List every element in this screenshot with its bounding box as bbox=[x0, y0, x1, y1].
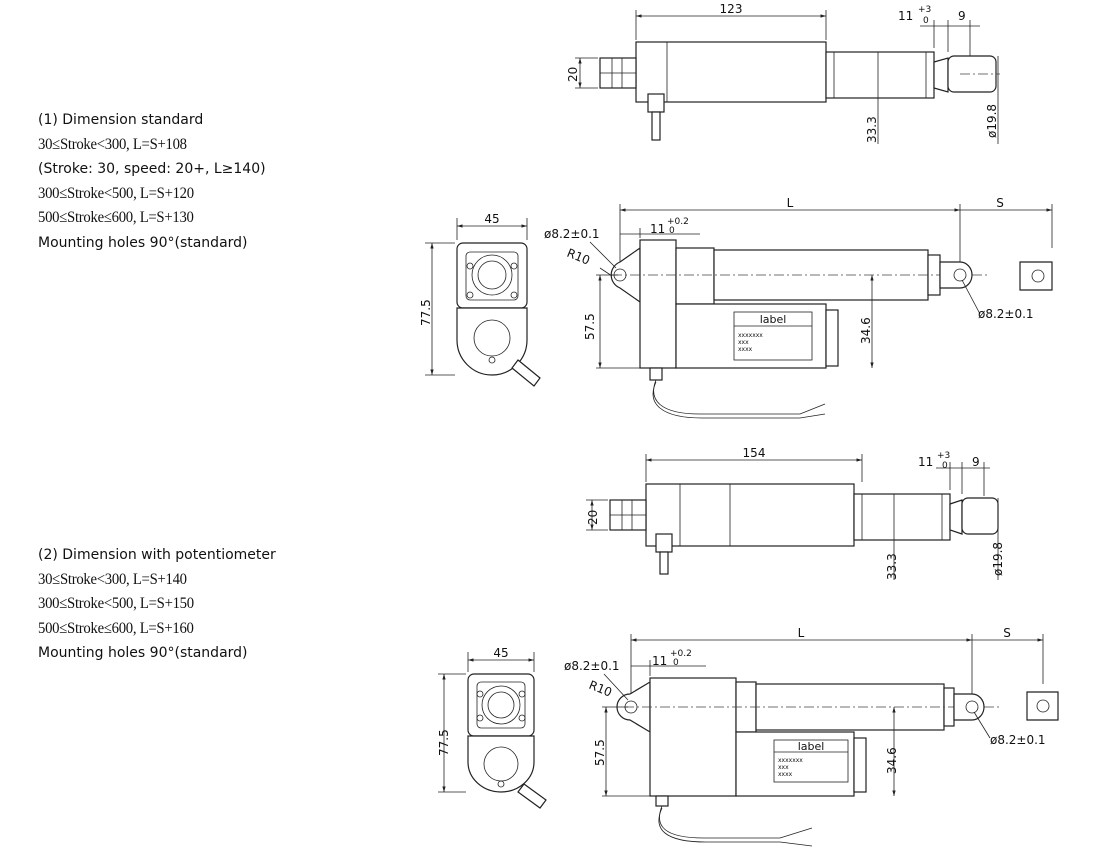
label-title: label bbox=[760, 313, 787, 326]
dim-rod-dia: ø19.8 bbox=[985, 104, 999, 138]
side-offset-tol-lower: 0 bbox=[673, 658, 679, 668]
dim-offset-tol-upper: +3 bbox=[937, 451, 950, 461]
end-width: 45 bbox=[484, 212, 499, 226]
side-height: 57.5 bbox=[583, 313, 597, 340]
spec-standard-line: 500≤Stroke≤600, L=S+130 bbox=[38, 209, 194, 226]
dim-L: L bbox=[787, 196, 794, 210]
dim-rod-end: 9 bbox=[972, 455, 980, 469]
dim-offset-tol-lower: 0 bbox=[942, 461, 948, 471]
dim-offset-tol-lower: 0 bbox=[923, 16, 929, 26]
spec-potentiometer-title: (2) Dimension with potentiometer bbox=[38, 547, 276, 563]
motor-housing bbox=[645, 483, 855, 547]
outer-tube bbox=[825, 51, 935, 99]
label-line: xxx bbox=[738, 339, 749, 346]
side-view-standard: label xxxxxxx xxx xxxx L S 11 +0.2 0 ø8.… bbox=[544, 196, 1053, 419]
cable-gland bbox=[647, 93, 665, 113]
label-line: xxxx bbox=[738, 346, 753, 353]
side-height: 57.5 bbox=[593, 739, 607, 766]
spec-potentiometer-line: 500≤Stroke≤600, L=S+160 bbox=[38, 619, 194, 637]
rod-eye bbox=[939, 261, 973, 289]
label-line: xxx bbox=[778, 764, 789, 771]
motor-housing bbox=[635, 41, 827, 103]
spec-standard-title: (1) Dimension standard bbox=[38, 112, 204, 128]
side-offset: 11 bbox=[652, 654, 667, 668]
spec-potentiometer-mounting: Mounting holes 90°(standard) bbox=[38, 645, 248, 661]
dim-width: 33.3 bbox=[865, 116, 879, 143]
side-offset: 11 bbox=[650, 222, 665, 236]
top-view-standard: 123 11 +3 0 9 20 33.3 ø19.8 bbox=[566, 2, 1000, 144]
dim-length: 154 bbox=[743, 446, 766, 460]
side-hole-dia: ø8.2±0.1 bbox=[564, 659, 620, 673]
end-width: 45 bbox=[493, 646, 508, 660]
side-hole-dia: ø8.2±0.1 bbox=[544, 227, 600, 241]
side-radius: R10 bbox=[565, 246, 592, 268]
side-offset-tol-upper: +0.2 bbox=[670, 649, 692, 659]
motor-housing bbox=[639, 239, 677, 369]
top-view-potentiometer: 154 11 +3 0 9 20 33.3 ø19.8 bbox=[586, 446, 1005, 580]
side-rod-hole: ø8.2±0.1 bbox=[990, 733, 1046, 747]
label-title: label bbox=[798, 740, 825, 753]
dim-S: S bbox=[1003, 626, 1011, 640]
dim-width: 33.3 bbox=[885, 553, 899, 580]
end-height: 77.5 bbox=[419, 299, 433, 326]
rod-eye bbox=[953, 693, 985, 721]
outer-tube bbox=[853, 493, 951, 541]
cable-gland bbox=[655, 533, 673, 553]
dim-L: L bbox=[798, 626, 805, 640]
spec-standard-mounting: Mounting holes 90°(standard) bbox=[38, 234, 248, 251]
motor-housing bbox=[649, 677, 737, 797]
side-rod-hole: ø8.2±0.1 bbox=[978, 307, 1034, 321]
label-box bbox=[773, 739, 849, 783]
side-offset-tol-upper: +0.2 bbox=[667, 217, 689, 227]
dim-S: S bbox=[996, 196, 1004, 210]
spec-potentiometer: (2) Dimension with potentiometer 30≤Stro… bbox=[38, 543, 276, 666]
dim-height: 20 bbox=[586, 510, 600, 525]
side-radius: R10 bbox=[587, 678, 614, 700]
dim-rod-end: 9 bbox=[958, 9, 966, 23]
side-offset-tol-lower: 0 bbox=[669, 226, 675, 236]
spec-potentiometer-line: 300≤Stroke<500, L=S+150 bbox=[38, 595, 194, 612]
end-height: 77.5 bbox=[437, 729, 451, 756]
rod-end bbox=[947, 55, 997, 93]
label-box bbox=[733, 311, 813, 361]
side-gearbox: 34.6 bbox=[885, 747, 899, 774]
spec-standard: (1) Dimension standard 30≤Stroke<300, L=… bbox=[38, 108, 266, 255]
end-view-standard: 45 77.5 bbox=[419, 212, 541, 387]
label-line: xxxxxxx bbox=[738, 332, 763, 339]
dim-length: 123 bbox=[720, 2, 743, 16]
spec-standard-line: 30≤Stroke<300, L=S+108 bbox=[38, 135, 187, 153]
spec-standard-line: (Stroke: 30, speed: 20+, L≥140) bbox=[38, 161, 266, 177]
rod-end bbox=[961, 497, 999, 535]
label-line: xxxx bbox=[778, 771, 793, 778]
side-view-potentiometer: label xxxxxxx xxx xxxx L S 11 +0.2 0 ø8.… bbox=[564, 626, 1059, 847]
dim-offset-tol-upper: +3 bbox=[918, 5, 931, 15]
spec-potentiometer-line: 30≤Stroke<300, L=S+140 bbox=[38, 570, 187, 588]
spec-standard-line: 300≤Stroke<500, L=S+120 bbox=[38, 184, 194, 202]
end-view-potentiometer: 45 77.5 bbox=[437, 646, 547, 809]
dim-offset: 11 bbox=[918, 455, 933, 469]
dim-height: 20 bbox=[566, 67, 580, 82]
gear-housing bbox=[675, 247, 715, 305]
dim-offset: 11 bbox=[898, 9, 913, 23]
dim-rod-dia: ø19.8 bbox=[991, 542, 1005, 576]
label-line: xxxxxxx bbox=[778, 757, 803, 764]
side-gearbox: 34.6 bbox=[859, 317, 873, 344]
